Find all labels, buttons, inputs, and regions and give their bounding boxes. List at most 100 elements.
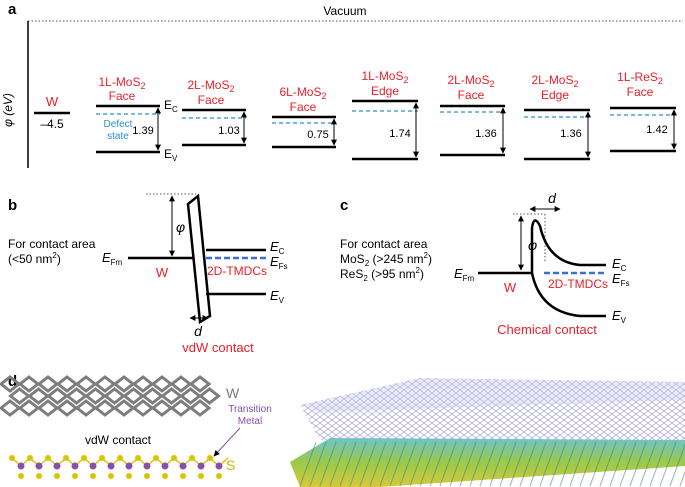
sulfur-atom	[63, 455, 69, 461]
tungsten-bond	[65, 387, 88, 405]
transition-metal-atom	[17, 462, 25, 470]
sulfur-atom	[36, 473, 42, 479]
sulfur-atom	[72, 473, 78, 479]
tungsten-bond	[179, 387, 202, 405]
w-label-c: W	[504, 280, 517, 295]
efm-label-b: EFm	[102, 250, 123, 267]
slab-stripe	[419, 441, 437, 487]
slab-stripe	[489, 441, 507, 487]
material-label-type: Edge	[541, 88, 569, 102]
slab-stripe	[459, 441, 477, 487]
transition-metal-atom	[197, 462, 205, 470]
tungsten-bond	[17, 375, 41, 393]
transition-metal-atom	[89, 462, 97, 470]
atomistic-3d-render	[290, 378, 685, 487]
panel-a: a Vacuum φ (eV) W –4.5 1L-MoS2 Face 1.39…	[1, 1, 683, 168]
ec-label: EC	[164, 98, 178, 114]
slab-stripe	[669, 443, 685, 487]
tungsten-bond	[17, 399, 41, 417]
sulfur-atom	[144, 473, 150, 479]
conduction-band-c	[530, 219, 606, 273]
material-label-name: 1L-ReS2	[617, 70, 663, 86]
tungsten-bond	[198, 387, 221, 405]
ev-label-b: EV	[270, 288, 285, 305]
material-label-type: Face	[627, 85, 654, 99]
sulfur-atom	[9, 455, 15, 461]
transition-metal-atom	[179, 462, 187, 470]
sulfur-atom	[162, 473, 168, 479]
material-label-name: 6L-MoS2	[279, 85, 326, 101]
energy-axis-label: φ (eV)	[1, 93, 15, 127]
efs-label-c: EFs	[612, 271, 630, 288]
tungsten-bond	[188, 399, 212, 417]
panel-a-label: a	[8, 1, 17, 18]
sulfur-atom	[27, 455, 33, 461]
sulfur-atom	[90, 473, 96, 479]
material-label-name: 2L-MoS2	[187, 78, 234, 94]
ev-label: EV	[164, 147, 178, 163]
slab-stripe	[389, 441, 407, 487]
material-label-name: 1L-MoS2	[98, 75, 145, 91]
slab-stripe	[329, 441, 347, 487]
d-label-b: d	[194, 323, 203, 339]
sulfur-atom	[117, 455, 123, 461]
band-2l-mos2-edge: 2L-MoS2 Edge 1.36	[524, 73, 591, 161]
band-1l-mos2-face: 1L-MoS2 Face 1.39 Defect state EC EV	[96, 75, 178, 163]
transition-metal-atom	[143, 462, 151, 470]
contact-area-line1: For contact area	[8, 237, 96, 251]
slab-stripe	[559, 441, 577, 487]
transition-metal-atom	[71, 462, 79, 470]
slab-stripe	[339, 441, 357, 487]
tmdc-lattice	[9, 455, 229, 479]
tungsten-bond	[55, 399, 79, 417]
transition-metal-label-line1: Transition	[228, 404, 272, 415]
sulfur-atom	[99, 455, 105, 461]
band-gap-value: 1.74	[389, 128, 410, 140]
tungsten-bond	[8, 387, 31, 405]
band-gap-value: 1.42	[646, 124, 667, 136]
contact-area-mos2: MoS2 (>245 nm2)	[340, 251, 432, 268]
slab-stripe	[309, 441, 327, 487]
defect-label-line2: state	[107, 131, 129, 142]
material-label-type: Face	[458, 88, 485, 102]
tungsten-bond	[131, 375, 155, 393]
tungsten-bond	[122, 387, 145, 405]
slab-stripe	[539, 441, 557, 487]
tungsten-bond	[0, 399, 22, 417]
vdw-gap-barrier	[186, 193, 212, 325]
s-lattice-label: S	[226, 457, 235, 473]
material-label-name: 2L-MoS2	[447, 73, 494, 89]
sulfur-atom	[18, 473, 24, 479]
tungsten-bond	[112, 399, 136, 417]
w-label-b: W	[156, 265, 169, 280]
tungsten-3d-block	[300, 378, 685, 440]
w-material-label: W	[46, 94, 59, 109]
slab-stripe	[639, 441, 657, 487]
slab-stripe	[499, 441, 517, 487]
slab-stripe	[379, 441, 397, 487]
contact-type-label-c: Chemical contact	[497, 322, 597, 337]
tmdc-label-b: 2D-TMDCs	[207, 264, 267, 278]
band-1l-mos2-edge: 1L-MoS2 Edge 1.74	[352, 69, 419, 161]
band-2l-mos2-face: 2L-MoS2 Face 1.03	[182, 78, 247, 147]
slab-stripe	[409, 441, 427, 487]
slab-stripe	[449, 441, 467, 487]
slab-stripe	[589, 441, 607, 487]
transition-metal-atom	[215, 462, 223, 470]
sulfur-atom	[81, 455, 87, 461]
phi-label-b: φ	[176, 219, 185, 235]
sulfur-atom	[54, 473, 60, 479]
band-2l-mos2-face-b: 2L-MoS2 Face 1.36	[440, 73, 506, 157]
tungsten-bond	[74, 375, 98, 393]
transition-metal-atom	[53, 462, 61, 470]
transition-metal-atom	[35, 462, 43, 470]
slab-stripe	[479, 441, 497, 487]
slab-stripe	[549, 441, 567, 487]
tungsten-bond	[141, 387, 164, 405]
valence-band-c	[530, 272, 606, 318]
slab-stripe	[659, 441, 677, 487]
band-gap-value: 1.39	[132, 125, 153, 137]
contact-area-line1-c: For contact area	[340, 237, 428, 251]
slab-stripe	[359, 441, 377, 487]
